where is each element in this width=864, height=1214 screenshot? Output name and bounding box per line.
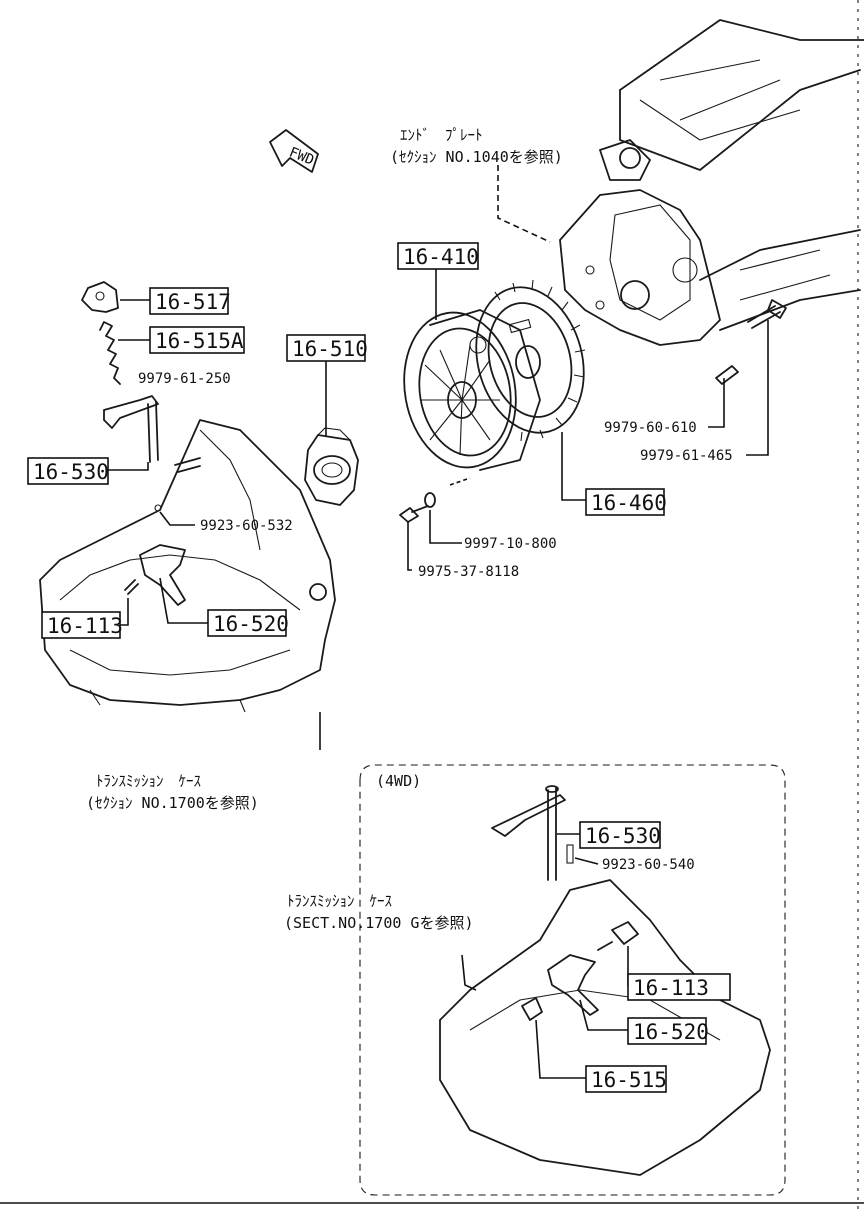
fwd-label: FWD bbox=[287, 144, 316, 168]
release-shaft-drawing bbox=[103, 395, 159, 463]
part-number-9997-10-800[interactable]: 9997-10-800 bbox=[464, 536, 557, 552]
svg-text:16-510: 16-510 bbox=[292, 337, 368, 361]
svg-text:16-410: 16-410 bbox=[403, 245, 479, 269]
part-label-16-410[interactable]: 16-410 bbox=[397, 242, 479, 270]
part-number-9979-60-610[interactable]: 9979-60-610 bbox=[604, 420, 697, 436]
trans-case-label: ﾄﾗﾝｽﾐｯｼｮﾝ ｹｰｽ bbox=[96, 772, 201, 790]
return-spring-drawing bbox=[99, 321, 121, 385]
section-4wd-title: (4WD) bbox=[376, 772, 421, 790]
svg-text:16-520: 16-520 bbox=[213, 612, 289, 636]
svg-text:16-113: 16-113 bbox=[47, 614, 123, 638]
svg-text:16-460: 16-460 bbox=[591, 491, 667, 515]
clutch-disc-drawing bbox=[475, 279, 586, 442]
end-plate-drawing bbox=[559, 189, 721, 346]
part-label-16-510[interactable]: 16-510 bbox=[286, 334, 368, 362]
part-number-9975-37-8118[interactable]: 9975-37-8118 bbox=[418, 564, 519, 580]
part-label-16-113[interactable]: 16-113 bbox=[41, 611, 123, 639]
part-label-16-460[interactable]: 16-460 bbox=[585, 488, 667, 516]
svg-text:16-515: 16-515 bbox=[591, 1068, 667, 1092]
svg-text:16-530: 16-530 bbox=[33, 460, 109, 484]
release-bearing-drawing bbox=[304, 427, 359, 506]
part-label-4wd-16-515[interactable]: 16-515 bbox=[585, 1065, 667, 1093]
clutch-cover-drawing bbox=[403, 309, 541, 471]
part-label-16-530[interactable]: 16-530 bbox=[27, 457, 109, 485]
part-label-4wd-16-113[interactable]: 16-113 bbox=[627, 973, 731, 1001]
4wd-trans-case-label: ﾄﾗﾝｽﾐｯｼｮﾝ ｹｰｽ bbox=[287, 892, 392, 910]
part-label-16-515A[interactable]: 16-515A bbox=[149, 326, 245, 354]
part-number-9923-60-540[interactable]: 9923-60-540 bbox=[602, 857, 695, 873]
clip-drawing bbox=[81, 281, 119, 313]
end-plate-ref: (ｾｸｼｮﾝ NO.1040を参照) bbox=[390, 148, 563, 166]
part-number-9979-61-250[interactable]: 9979-61-250 bbox=[138, 371, 231, 387]
4wd-trans-case-ref: (SECT.NO.1700 Gを参照) bbox=[284, 914, 474, 932]
part-label-4wd-16-520[interactable]: 16-520 bbox=[627, 1017, 709, 1045]
bolts-drawing bbox=[399, 299, 787, 523]
svg-text:16-515A: 16-515A bbox=[155, 329, 244, 353]
svg-text:16-530: 16-530 bbox=[585, 824, 661, 848]
transmission-case-drawing bbox=[39, 419, 336, 713]
4wd-case-drawing bbox=[439, 879, 771, 1176]
4wd-shaft-drawing bbox=[491, 785, 574, 881]
end-plate-label: ｴﾝﾄﾞ ﾌﾟﾚｰﾄ bbox=[400, 126, 483, 144]
fwd-arrow-icon: FWD bbox=[269, 129, 319, 173]
section-4wd: (4WD) bbox=[359, 764, 786, 1196]
svg-text:16-113: 16-113 bbox=[633, 976, 709, 1000]
svg-text:16-517: 16-517 bbox=[155, 290, 231, 314]
part-label-4wd-16-530[interactable]: 16-530 bbox=[579, 821, 661, 849]
part-number-9979-61-465[interactable]: 9979-61-465 bbox=[640, 448, 733, 464]
part-label-16-517[interactable]: 16-517 bbox=[149, 287, 231, 315]
leader-lines bbox=[108, 165, 769, 1079]
part-label-16-520[interactable]: 16-520 bbox=[207, 609, 289, 637]
trans-case-ref: (ｾｸｼｮﾝ NO.1700を参照) bbox=[86, 794, 259, 812]
part-number-9923-60-532[interactable]: 9923-60-532 bbox=[200, 518, 293, 534]
svg-text:16-520: 16-520 bbox=[633, 1020, 709, 1044]
engine-block-drawing bbox=[599, 19, 864, 331]
